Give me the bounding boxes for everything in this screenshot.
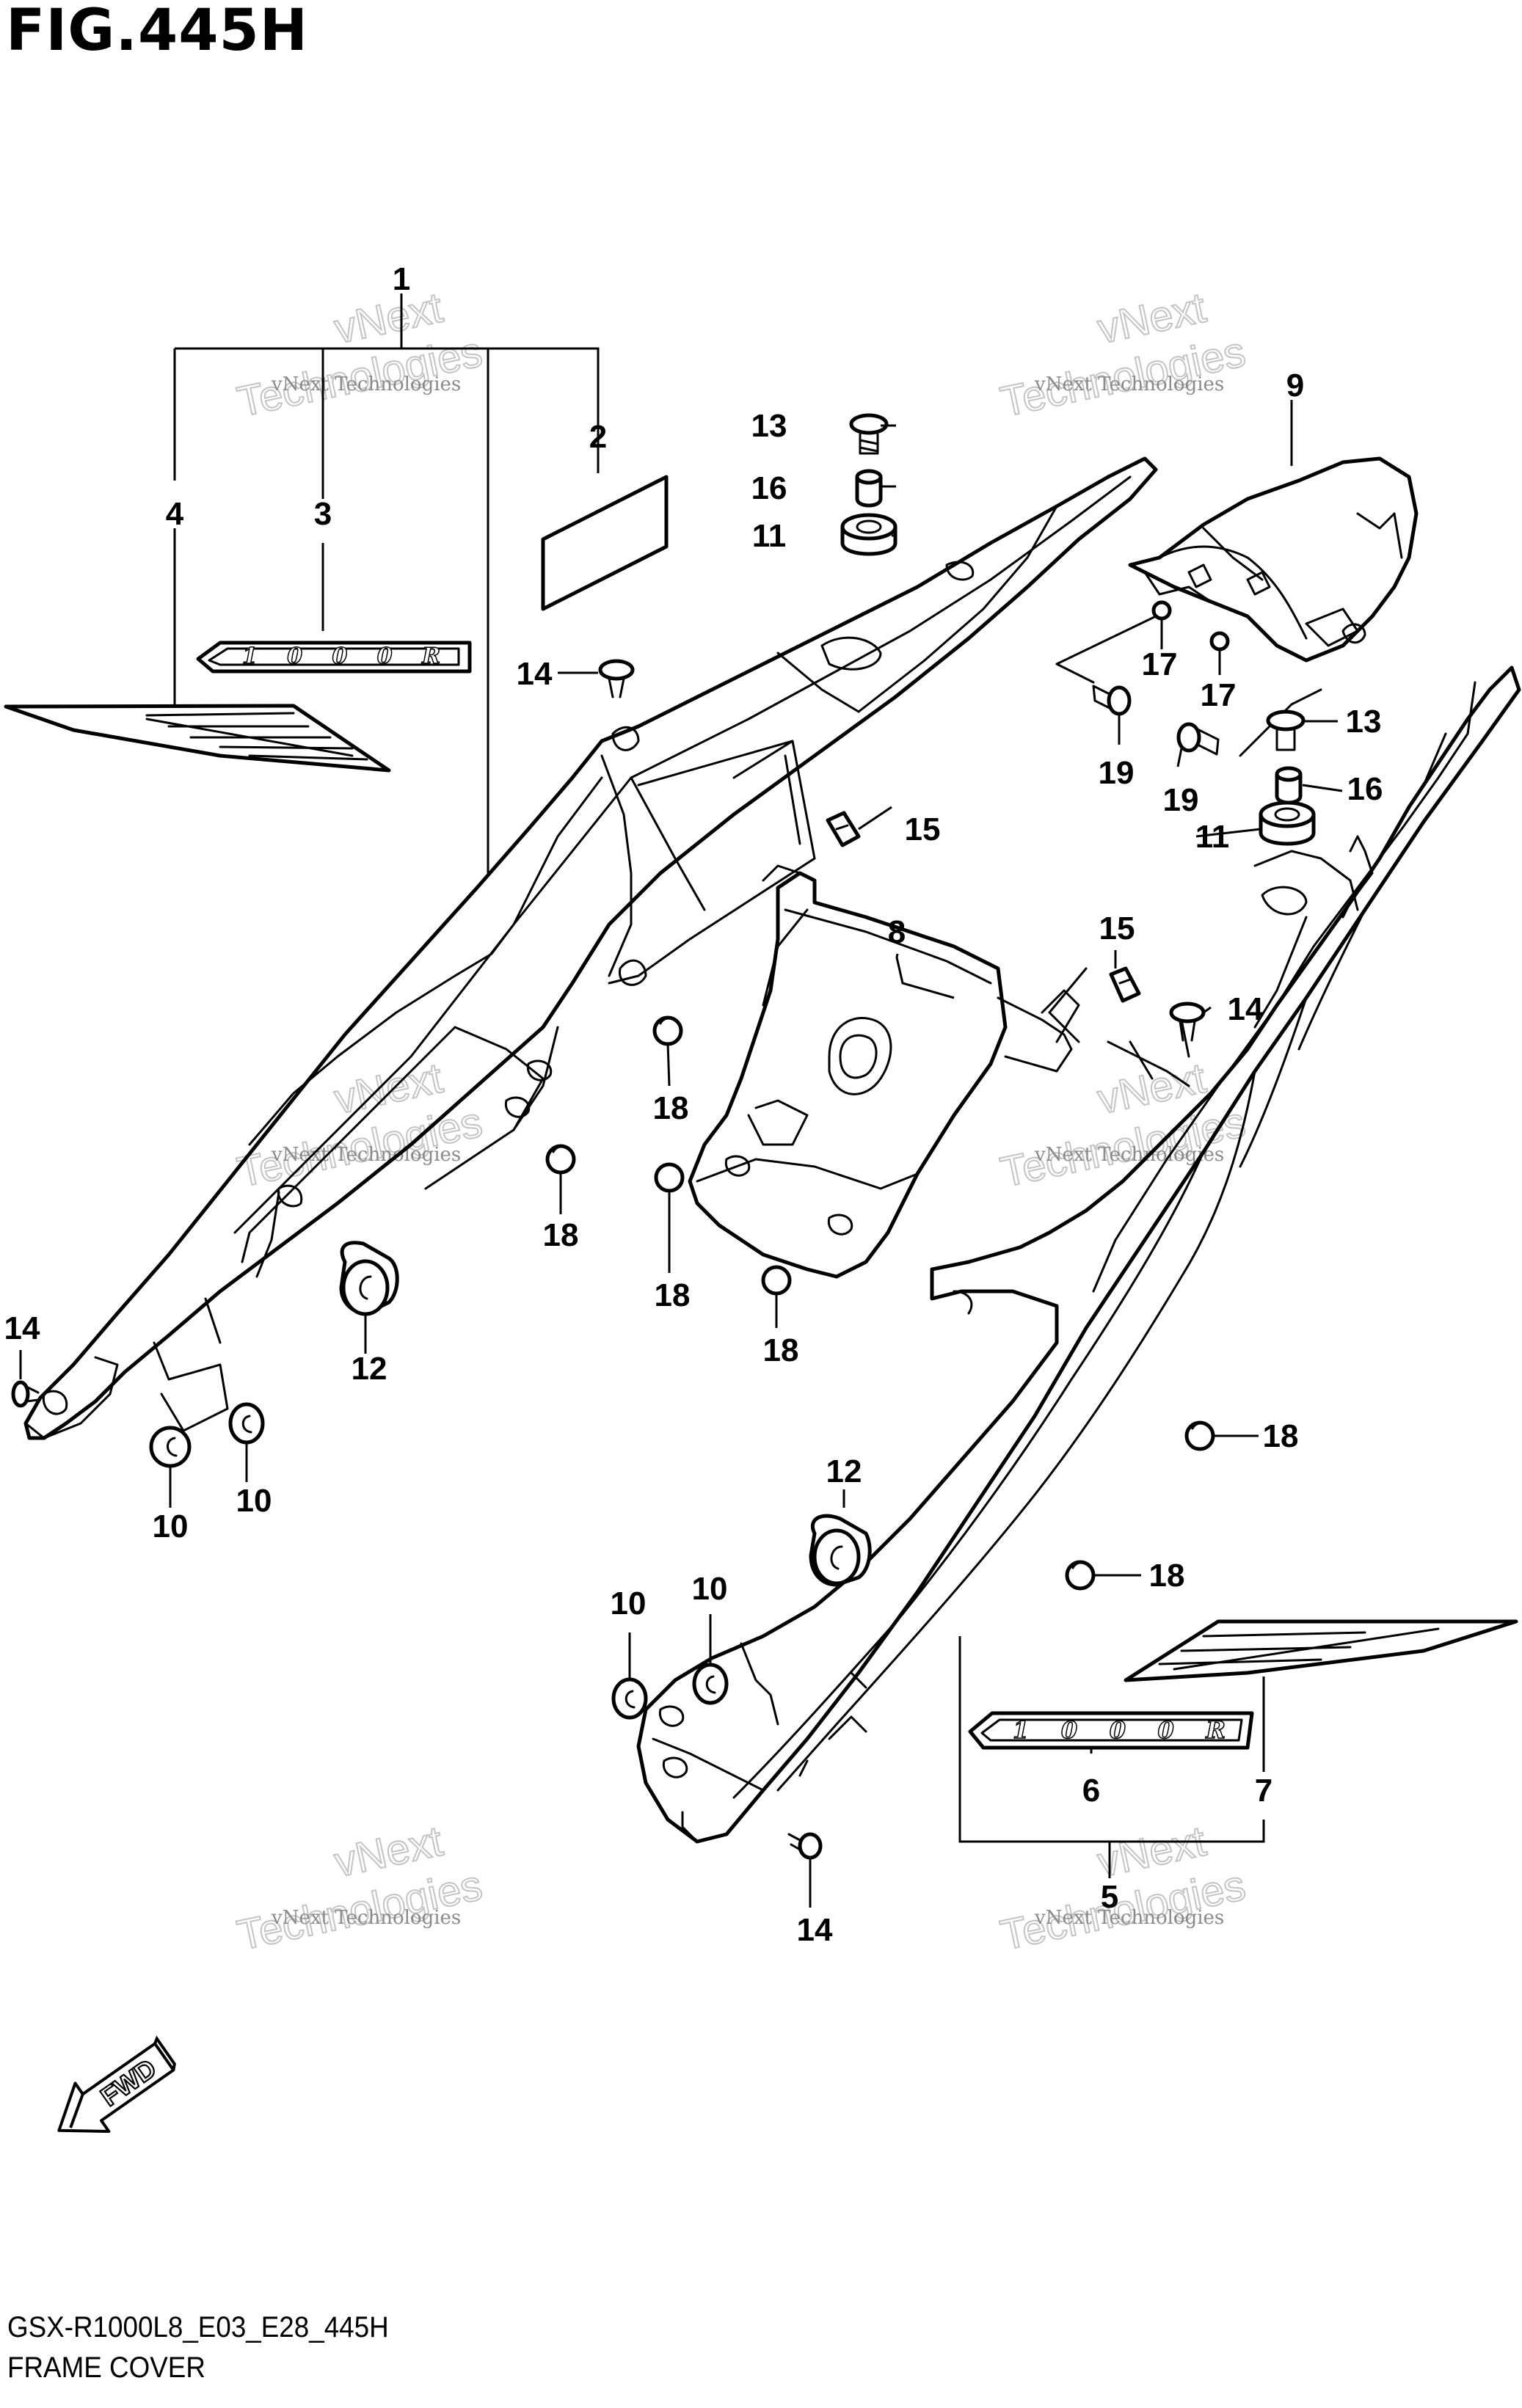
diagram-code: GSX-R1000L8_E03_E28_445H — [7, 2311, 389, 2343]
watermark-small: vNext Technologies — [1034, 373, 1224, 395]
grommet-10d — [692, 1663, 729, 1705]
callout-17a: 17 — [1142, 646, 1178, 682]
watermark: Technologies vNext vNext Technologies — [996, 1054, 1250, 1197]
callout-18d: 18 — [763, 1332, 799, 1368]
watermark-small: vNext Technologies — [271, 373, 461, 395]
callout-14-left: 14 — [4, 1310, 40, 1346]
callout-7: 7 — [1255, 1773, 1272, 1809]
right-frame-cover — [636, 665, 1521, 1844]
callout-19b: 19 — [1163, 782, 1199, 818]
figure-title: FIG.445H — [6, 0, 309, 64]
grommet-10b — [228, 1402, 265, 1445]
callout-11-lower: 11 — [1195, 819, 1230, 855]
clip-15a — [826, 811, 861, 847]
bumper-12-left — [339, 1241, 399, 1316]
right-stripe-decal — [1124, 1619, 1518, 1682]
grommet-11-lower — [1259, 800, 1316, 846]
watermark: Technologies vNext vNext Technologies — [996, 283, 1250, 427]
bolt-19b — [1176, 722, 1220, 756]
screw-14-left — [11, 1380, 40, 1408]
callout-13-lower: 13 — [1346, 704, 1382, 740]
callout-2: 2 — [589, 419, 607, 455]
callout-10c: 10 — [611, 1586, 647, 1621]
callout-10d: 10 — [692, 1571, 728, 1607]
left-1000r-emblem: 1000R — [196, 641, 472, 674]
watermark: Technologies vNext vNext Technologies — [233, 1817, 487, 1960]
collar-16-upper — [855, 469, 883, 508]
callout-13-upper: 13 — [751, 408, 787, 444]
grommet-11-upper — [840, 513, 897, 556]
fastener-18a — [652, 1015, 683, 1046]
fwd-arrow: FWD — [57, 2035, 176, 2133]
callout-18c: 18 — [655, 1277, 691, 1313]
callout-10b: 10 — [236, 1483, 272, 1519]
callout-16-lower: 16 — [1347, 771, 1383, 807]
callout-19a: 19 — [1099, 755, 1135, 791]
callout-15b: 15 — [1099, 911, 1135, 946]
callout-18a: 18 — [653, 1090, 689, 1126]
assembly-guide-lines — [732, 615, 1322, 1087]
watermark-small: vNext Technologies — [271, 1144, 461, 1166]
collar-16-lower — [1275, 766, 1303, 805]
callout-18e: 18 — [1263, 1418, 1299, 1454]
plug-17a — [1151, 600, 1172, 621]
label-plate — [541, 475, 669, 611]
watermark-small: vNext Technologies — [271, 1907, 461, 1929]
callout-18f: 18 — [1149, 1558, 1185, 1594]
watermark-small: vNext Technologies — [1034, 1144, 1224, 1166]
bolt-19a — [1092, 685, 1132, 716]
callout-4: 4 — [166, 496, 184, 532]
callout-15a: 15 — [905, 811, 941, 847]
left-frame-cover — [23, 456, 1158, 1440]
watermark-small: vNext Technologies — [1034, 1907, 1224, 1929]
callout-12-left: 12 — [352, 1351, 387, 1387]
callout-8: 8 — [888, 914, 906, 950]
callout-9: 9 — [1286, 368, 1304, 404]
callout-14-top: 14 — [517, 656, 553, 692]
screw-13-upper — [849, 413, 889, 455]
screw-14-right — [1169, 1001, 1206, 1042]
watermark: Technologies vNext vNext Technologies — [233, 283, 487, 427]
callout-18b: 18 — [543, 1217, 579, 1253]
callout-6: 6 — [1082, 1773, 1100, 1809]
screw-14-top — [598, 659, 635, 698]
callout-5: 5 — [1101, 1879, 1118, 1915]
diagram-name: FRAME COVER — [7, 2352, 205, 2384]
plug-17b — [1209, 631, 1230, 652]
watermark: Technologies vNext vNext Technologies — [996, 1817, 1250, 1960]
screw-14-bottom — [787, 1832, 823, 1860]
clip-15b — [1109, 966, 1141, 1003]
callout-16-upper: 16 — [751, 470, 787, 506]
callout-17b: 17 — [1201, 677, 1237, 713]
left-stripe-decal — [4, 704, 391, 773]
leader-lines — [19, 293, 1343, 1908]
callout-12-right: 12 — [826, 1453, 862, 1489]
fastener-18f — [1065, 1560, 1096, 1591]
grommet-10a — [149, 1426, 192, 1468]
callout-numbers: 1 2 3 4 5 6 7 8 9 10 10 10 10 11 11 12 1… — [4, 261, 1383, 1948]
bumper-12-right — [809, 1514, 872, 1587]
callout-10a: 10 — [153, 1508, 189, 1544]
callout-14-right: 14 — [1228, 991, 1264, 1027]
callout-3: 3 — [314, 496, 332, 532]
center-tail-cover — [688, 864, 1080, 1279]
fastener-18b — [545, 1144, 576, 1175]
callout-14-bottom: 14 — [797, 1912, 833, 1948]
right-1000r-emblem: 1000R — [968, 1711, 1254, 1750]
callout-11-upper: 11 — [752, 518, 787, 554]
callout-1: 1 — [393, 261, 410, 297]
screw-13-lower — [1266, 709, 1306, 751]
fastener-18d — [761, 1265, 792, 1296]
seat-cowl — [1128, 456, 1419, 663]
fastener-18c — [654, 1162, 685, 1193]
grommet-10c — [611, 1677, 648, 1720]
fastener-18e — [1184, 1420, 1215, 1451]
